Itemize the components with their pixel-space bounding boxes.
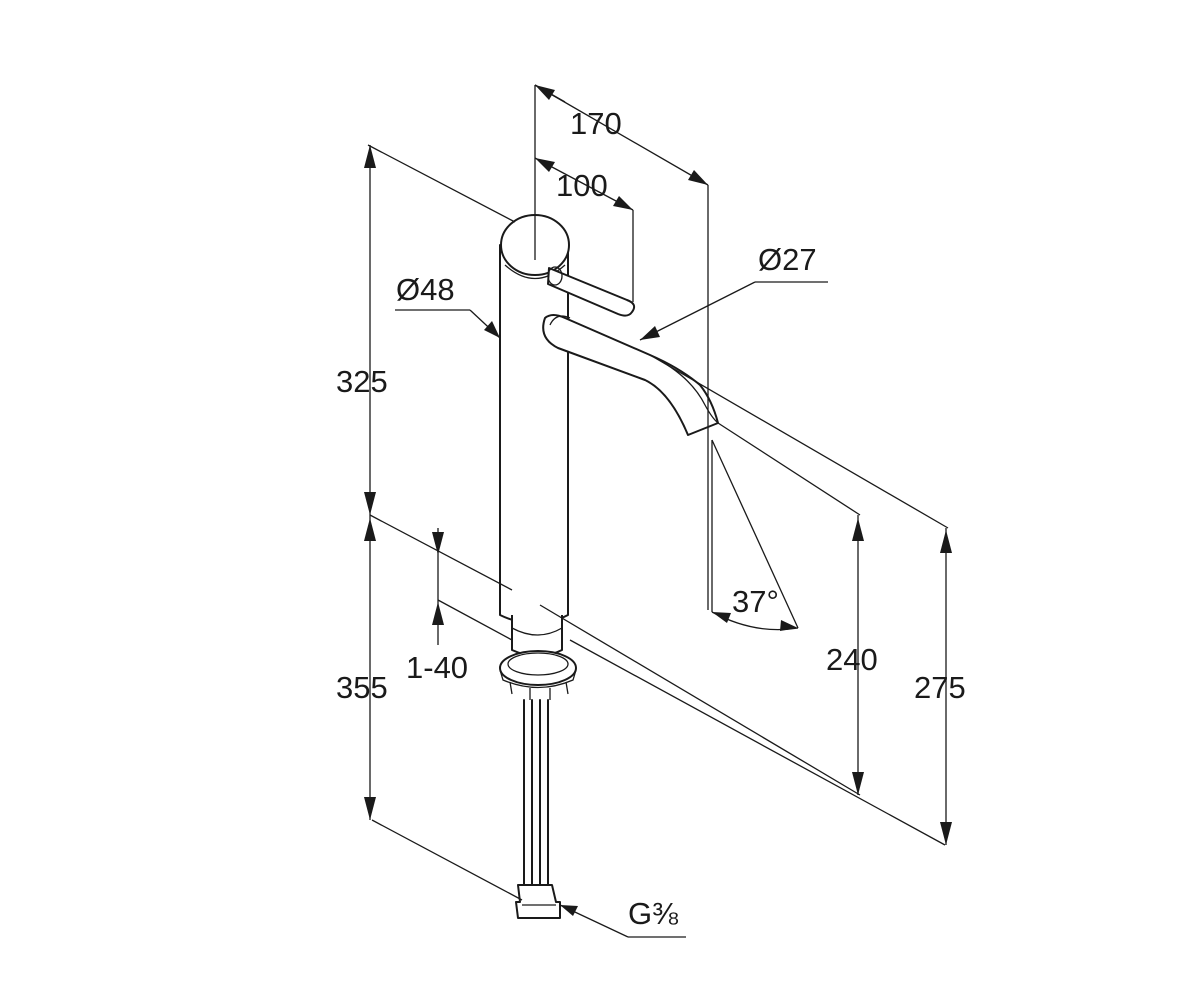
mounting-nut (499, 650, 577, 700)
lever-handle (547, 266, 636, 317)
dimension-100 (534, 157, 634, 211)
dimension-325 (364, 145, 376, 515)
spout (542, 314, 719, 436)
label-body-height: 325 (336, 364, 388, 399)
dimension-170 (534, 84, 709, 186)
supply-hoses (515, 699, 561, 919)
dimension-diameter-48 (395, 309, 501, 339)
dimension-355 (364, 515, 376, 820)
label-overall-below: 355 (336, 670, 388, 705)
label-spray-angle: 37° (732, 584, 779, 619)
dimension-angle-37 (711, 611, 799, 631)
dimension-1-40 (432, 528, 444, 645)
label-lever-reach: 100 (556, 168, 608, 203)
label-spout-diameter: Ø27 (758, 242, 817, 277)
label-spout-height: 240 (826, 642, 878, 677)
label-spout-reach: 170 (570, 106, 622, 141)
label-total-height: 275 (914, 670, 966, 705)
dimension-diameter-27 (639, 281, 828, 341)
dimension-thread-g38 (559, 904, 686, 938)
extension-lines (367, 85, 949, 901)
label-deck-thickness: 1-40 (406, 650, 468, 685)
dimension-240 (852, 515, 864, 795)
label-body-diameter: Ø48 (396, 272, 455, 307)
label-connection-thread: G⅜ (628, 896, 678, 931)
dimension-275 (940, 528, 952, 845)
